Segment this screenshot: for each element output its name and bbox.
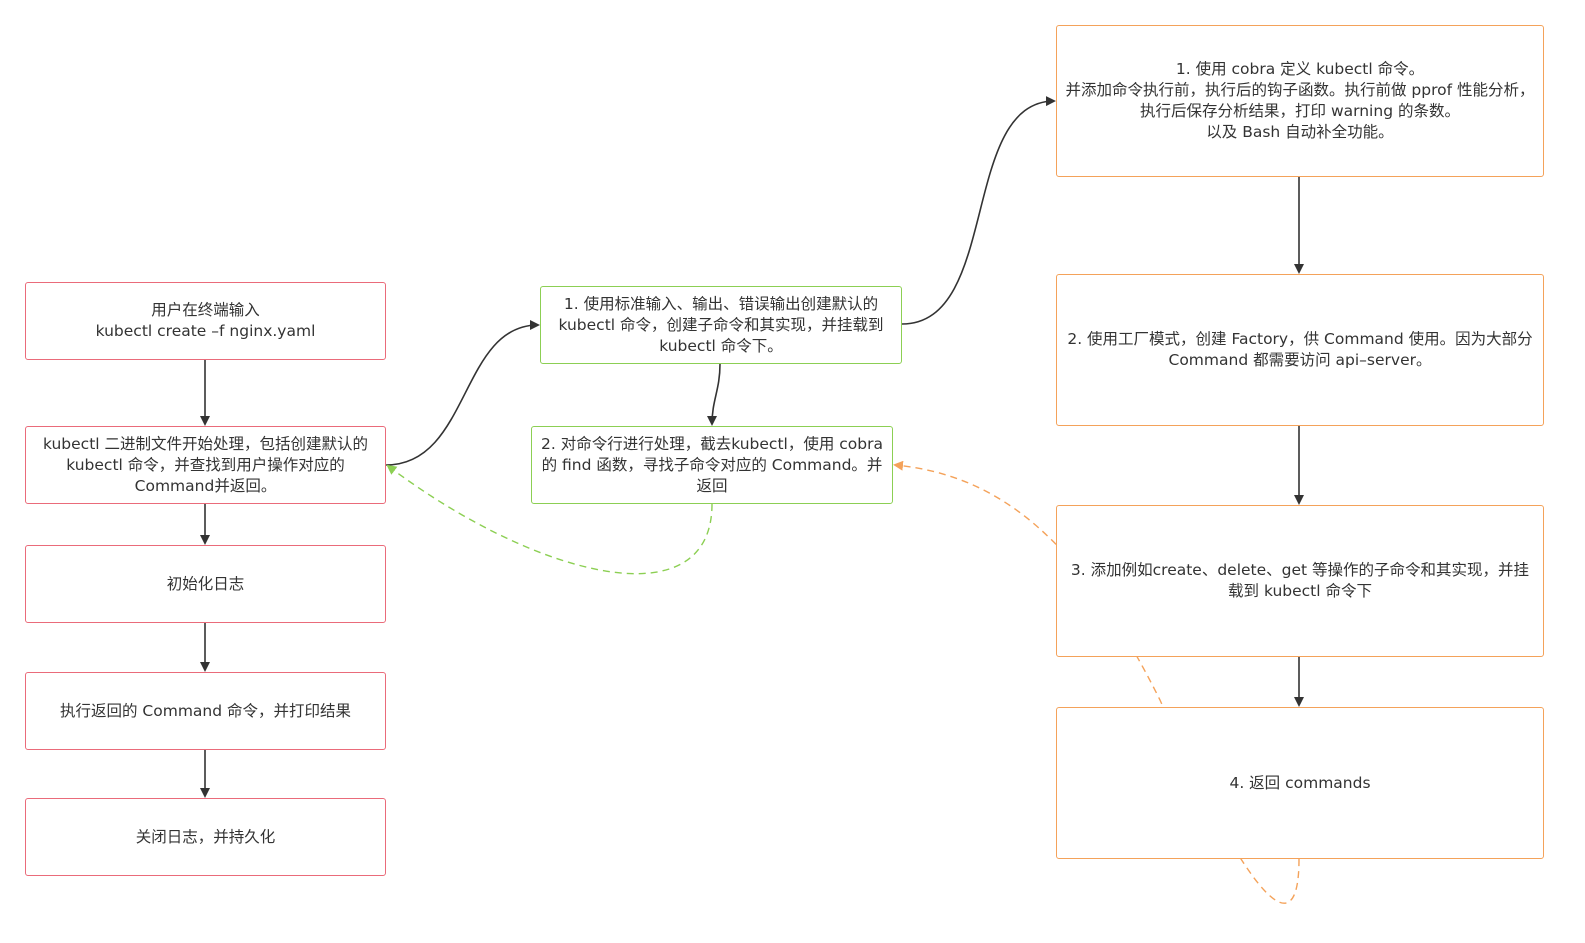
- node-close-log: 关闭日志，并持久化: [25, 798, 386, 876]
- edge-create-to-cobra: [901, 96, 1056, 325]
- node-init-log-label: 初始化日志: [166, 574, 245, 593]
- node-factory-label: 2. 使用工厂模式，创建 Factory，供 Command 使用。因为大部分 …: [1067, 330, 1533, 369]
- node-add-subcommands: 3. 添加例如create、delete、get 等操作的子命令和其实现，并挂载…: [1056, 505, 1544, 657]
- node-find-subcommand-label: 2. 对命令行进行处理，截去kubectl，使用 cobra 的 find 函数…: [541, 434, 883, 495]
- node-execute-command: 执行返回的 Command 命令，并打印结果: [25, 672, 386, 750]
- edge-create-to-find: [707, 363, 721, 426]
- node-find-subcommand: 2. 对命令行进行处理，截去kubectl，使用 cobra 的 find 函数…: [531, 426, 893, 504]
- node-create-default-command: 1. 使用标准输入、输出、错误输出创建默认的 kubectl 命令，创建子命令和…: [540, 286, 902, 364]
- node-binary-process: kubectl 二进制文件开始处理，包括创建默认的 kubectl 命令，并查找…: [25, 426, 386, 504]
- node-return-commands-label: 4. 返回 commands: [1229, 773, 1371, 792]
- node-factory: 2. 使用工厂模式，创建 Factory，供 Command 使用。因为大部分 …: [1056, 274, 1544, 426]
- node-close-log-label: 关闭日志，并持久化: [135, 827, 276, 846]
- node-binary-process-label: kubectl 二进制文件开始处理，包括创建默认的 kubectl 命令，并查找…: [42, 434, 369, 495]
- node-user-input-label: 用户在终端输入 kubectl create –f nginx.yaml: [95, 301, 316, 340]
- node-add-subcommands-label: 3. 添加例如create、delete、get 等操作的子命令和其实现，并挂载…: [1070, 561, 1530, 600]
- node-cobra-define: 1. 使用 cobra 定义 kubectl 命令。 并添加命令执行前，执行后的…: [1056, 25, 1544, 177]
- node-create-default-command-label: 1. 使用标准输入、输出、错误输出创建默认的 kubectl 命令，创建子命令和…: [558, 294, 884, 355]
- node-user-input: 用户在终端输入 kubectl create –f nginx.yaml: [25, 282, 386, 360]
- edge-commands-return-to-find: [893, 460, 1300, 904]
- node-init-log: 初始化日志: [25, 545, 386, 623]
- edge-binary-to-create-cmd: [385, 320, 540, 466]
- node-return-commands: 4. 返回 commands: [1056, 707, 1544, 859]
- edge-find-return-to-binary: [386, 464, 713, 575]
- node-cobra-define-label: 1. 使用 cobra 定义 kubectl 命令。 并添加命令执行前，执行后的…: [1065, 60, 1535, 141]
- node-execute-command-label: 执行返回的 Command 命令，并打印结果: [59, 701, 352, 720]
